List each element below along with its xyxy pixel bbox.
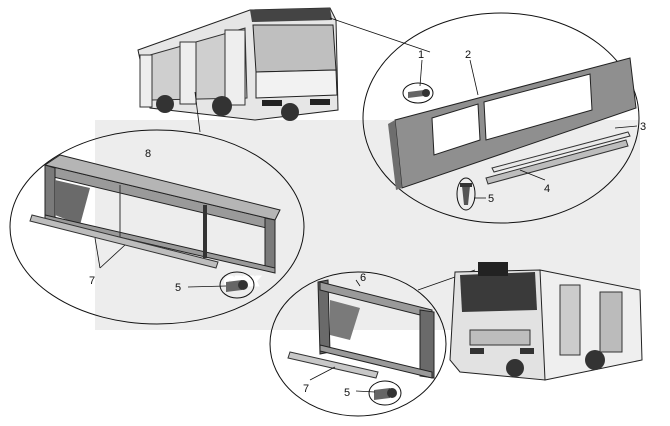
detail-ellipse-lower: [269, 271, 447, 417]
window-opening-left: [431, 103, 481, 156]
side-panel-assembly: [388, 57, 637, 190]
callout-6: 6: [360, 272, 366, 284]
rear-display-icon: [478, 262, 508, 276]
bus-front-view: [137, 7, 339, 121]
callout-5-lower: 5: [344, 387, 350, 399]
callout-8: 8: [145, 148, 151, 160]
callout-2: 2: [465, 49, 471, 61]
detail-ellipse-left: [9, 129, 305, 325]
callout-5-left: 5: [175, 282, 181, 294]
fastener-5-lower-icon: [368, 380, 402, 406]
leader-bus-to-detail: [329, 17, 431, 53]
callout-7-left: 7: [89, 275, 95, 287]
frame-6-assembly: [287, 279, 435, 379]
bus-rear-view: [449, 262, 643, 381]
detail-ellipse-upper: [362, 12, 640, 224]
fastener-5-left-icon: [219, 271, 255, 299]
callout-4: 4: [544, 183, 550, 195]
callout-7-lower: 7: [303, 383, 309, 395]
rail-set: [485, 131, 631, 185]
callout-1: 1: [418, 49, 424, 61]
window-opening-right: [483, 73, 593, 141]
rod-7-left: [29, 214, 219, 269]
callout-3: 3: [640, 121, 646, 133]
leader-bus-to-left: [194, 91, 201, 133]
callout-5-upper: 5: [488, 193, 494, 205]
fastener-1-icon: [402, 82, 434, 104]
rod-7-lower: [287, 351, 379, 379]
fastener-5-upper-icon: [456, 177, 476, 211]
frame-8-assembly: [29, 154, 281, 274]
